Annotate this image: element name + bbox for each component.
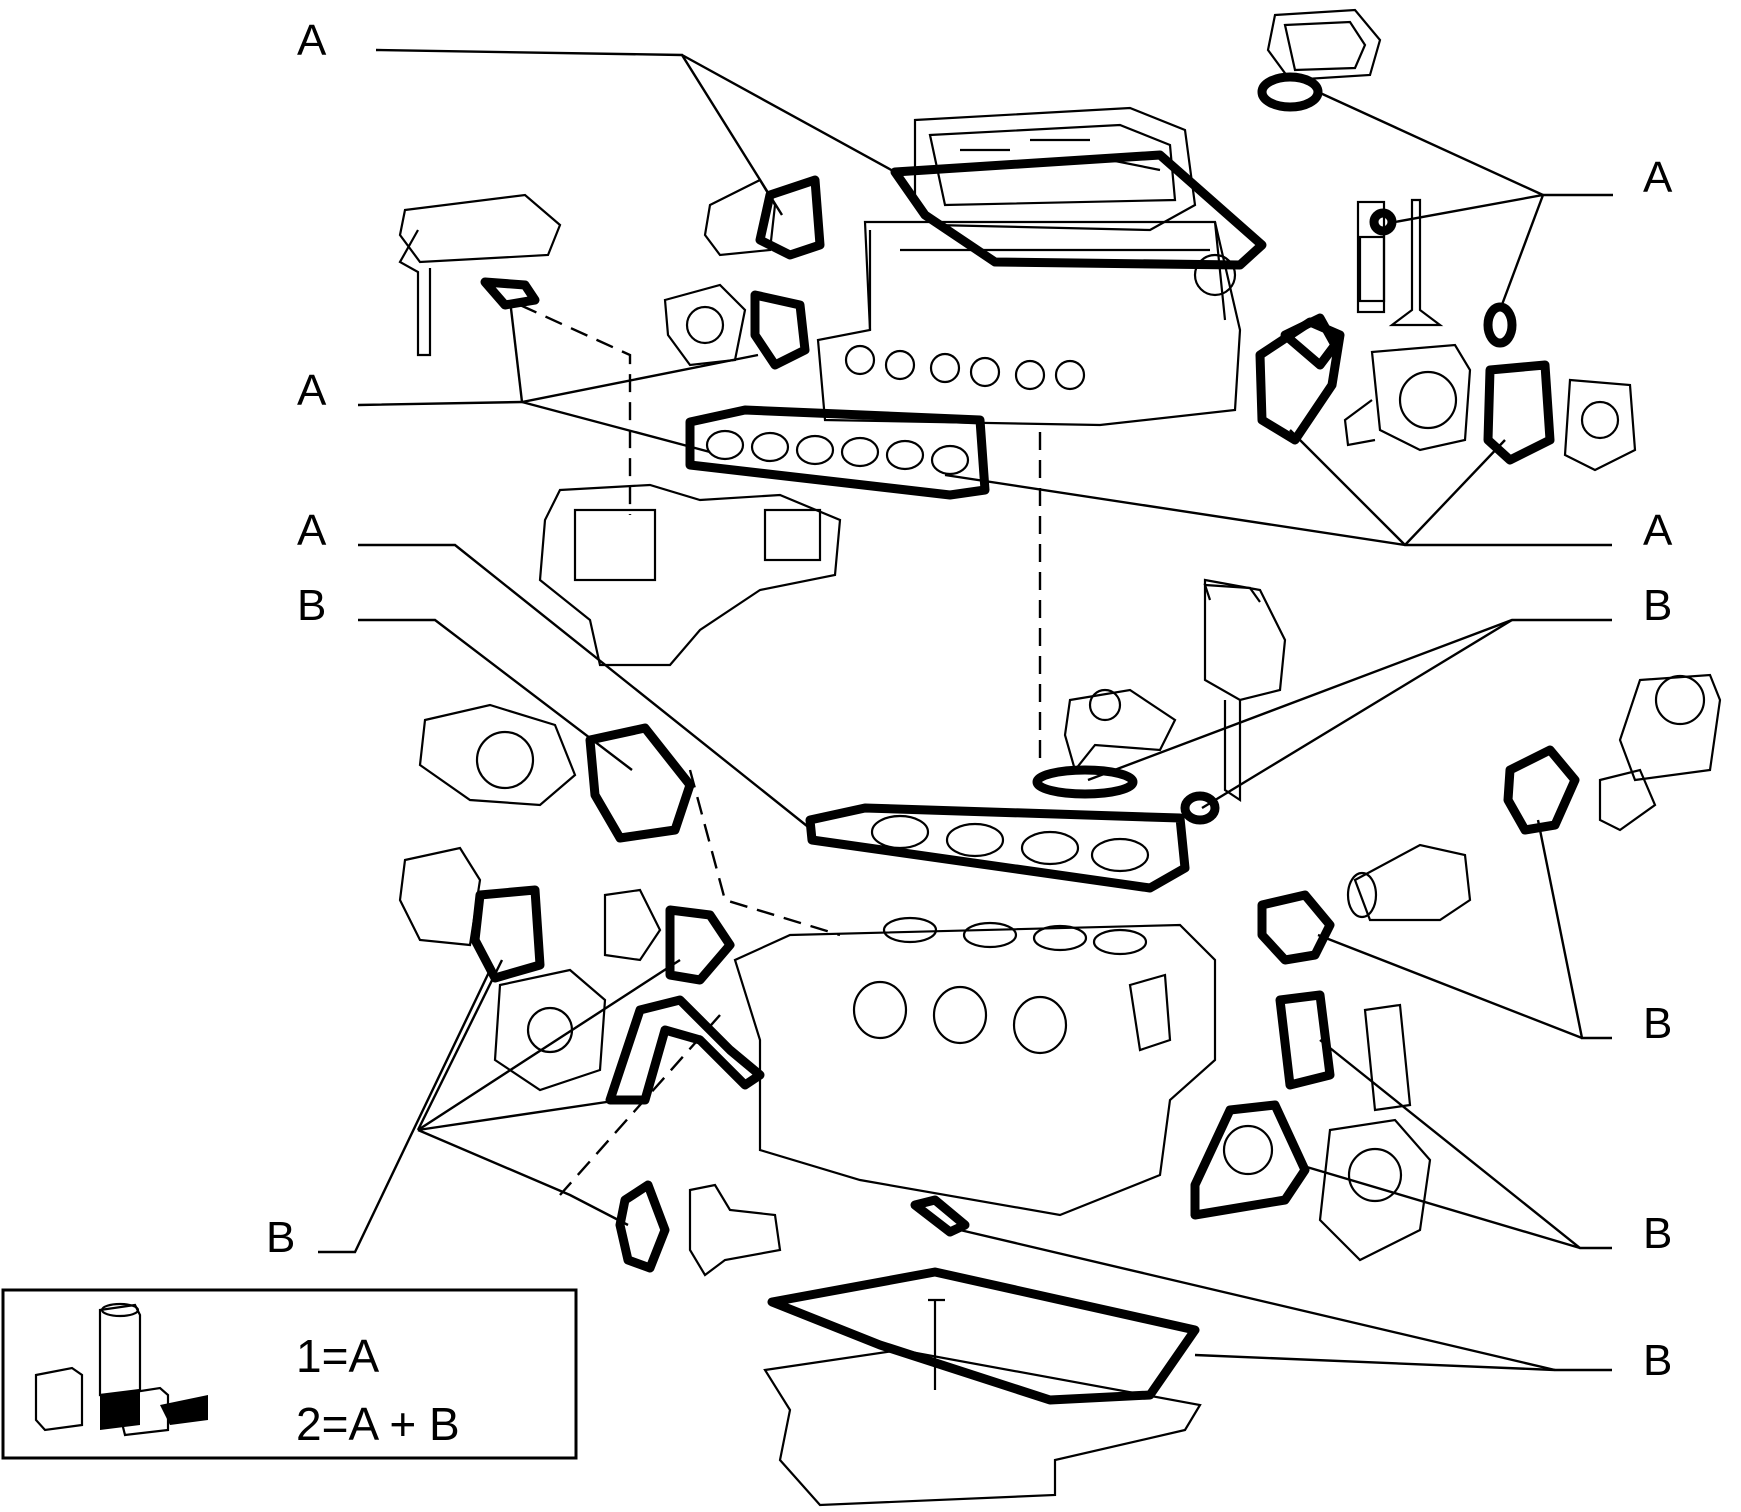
drive-housing [1063,688,1177,773]
oil-filter-flange-gasket [665,905,735,985]
flange-gasket-mid [750,290,810,370]
callout-b-left: B [297,581,326,630]
callout-a-top-left: A [297,16,327,65]
cover-ring-seal [1257,72,1323,112]
breather-cover [398,193,562,357]
thermostat-gasket-left-2 [1280,313,1340,370]
water-outlet-gasket [1483,360,1555,465]
rear-seal-housing [1318,1118,1432,1262]
valve-assembly [1356,198,1444,327]
callout-b-right-bottom: B [1643,1336,1672,1385]
water-outlet [1563,378,1637,472]
callout-b-right-lower: B [1643,1209,1672,1258]
timing-cover-left [398,846,482,947]
callout-b-right-middle: B [1643,999,1672,1048]
exhaust-manifold-gasket-ports [705,429,970,476]
callout-b-right-upper: B [1643,581,1672,630]
fuel-pump-spacer-gasket [1257,890,1335,965]
callout-a-mid-right: A [1643,506,1673,555]
oil-pan-gasket [767,1267,1200,1405]
legend-line-1: 1=A [296,1330,379,1382]
fuel-pump-gasket [1503,745,1580,835]
callout-b-bottom-left: B [266,1213,295,1262]
cover-plate-gasket [1275,990,1335,1090]
exhaust-manifold-gasket [685,405,990,500]
flange-gasket-top [755,175,825,260]
leader-lines [318,48,1613,1372]
distributor-o-ring [1180,791,1220,825]
head-gasket-bores [870,814,1150,873]
distributor-seal-ring [1032,765,1138,799]
cylinder-head [816,220,1242,427]
water-pump-flange-gasket [605,995,765,1105]
o-ring-seal [1483,302,1517,348]
distributor [1203,578,1287,803]
water-inlet-gasket [615,1180,670,1273]
water-inlet-pipe [688,1183,782,1277]
valve-stem-seal [1369,208,1397,236]
water-pump-housing [418,703,577,807]
breather-gasket [480,277,540,310]
fuel-pump-spacer [1346,843,1472,922]
callout-a-top-right: A [1643,153,1673,202]
callout-a-lower-left: A [297,506,327,555]
callout-a-mid-left: A [297,366,327,415]
oil-pan [763,1298,1202,1507]
legend-line-2: 2=A + B [296,1398,460,1450]
rear-main-seal-gasket [1190,1100,1310,1220]
thermostat-housing [1343,343,1472,452]
exhaust-manifold [538,483,842,667]
fuel-pump [1598,673,1722,832]
flange-cover-left-2 [663,283,747,367]
valve-cover-gasket [890,150,1267,270]
cylinder-head-gasket [805,803,1190,893]
water-pump-gasket [585,723,695,843]
cover-plate-right [1363,1003,1412,1112]
oil-pickup-gasket [910,1195,970,1237]
oil-filter-flange [603,888,662,962]
gasket-kit-package-icon [34,1302,208,1437]
timing-cover-gasket [470,885,545,983]
legend-box: 1=A 2=A + B [1,1288,578,1460]
top-cover-plate [1266,8,1382,82]
rear-main-seal-bore [1222,1124,1274,1176]
timing-cover-lower [493,968,607,1092]
engine-block [733,916,1217,1217]
